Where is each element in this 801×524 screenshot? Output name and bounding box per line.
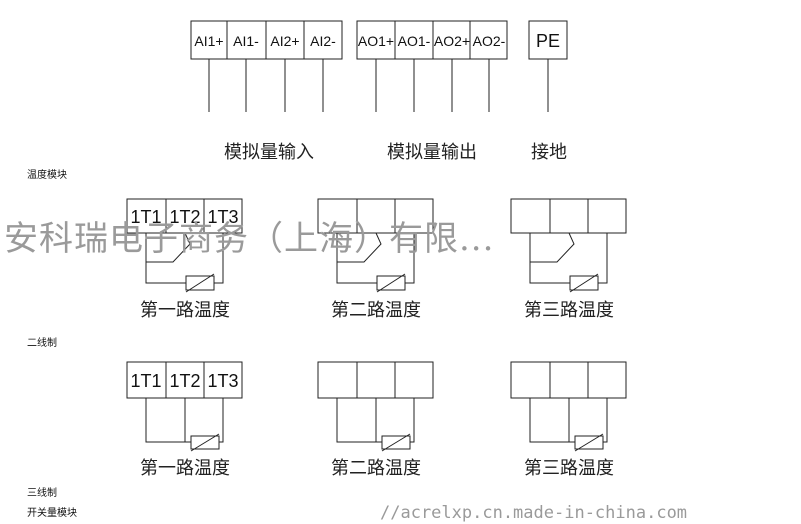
wire: [219, 398, 224, 443]
section-label-three-wire: 三线制: [27, 486, 57, 499]
thermistor-slash: [569, 273, 599, 293]
ai-terminal-block: AI1+ AI1- AI2+ AI2-: [190, 20, 343, 112]
temp-terminal-label: 1T1: [130, 371, 161, 391]
temp-terminal-label: 1T3: [207, 207, 238, 227]
terminal-label-ai2n: AI2-: [310, 33, 336, 49]
wire: [410, 398, 415, 443]
three-wire-channel-1: 1T1 1T2 1T3 第一路温度: [126, 361, 243, 479]
terminal-cell: [394, 20, 434, 60]
watermark-company: 安科瑞电子商务（上海）有限...: [4, 219, 494, 259]
terminal-cell: [203, 198, 243, 234]
terminal-cell: [203, 361, 243, 399]
terminal-cell: [226, 20, 267, 60]
two-wire-channel-1: 1T1 1T2 1T3 第一路温度: [126, 198, 243, 321]
three-wire-channel-3: 第三路温度: [510, 361, 627, 479]
terminal-label-ai1p: AI1+: [194, 33, 223, 49]
terminal-cell: [394, 198, 434, 234]
terminal-cell: [549, 361, 589, 399]
terminal-label-ai1n: AI1-: [233, 33, 259, 49]
terminal-cell: [190, 20, 228, 60]
temp-terminal-label: 1T2: [169, 207, 200, 227]
thermistor-slash: [190, 433, 220, 452]
terminal-cell: [549, 198, 589, 234]
channel-caption: 第三路温度: [524, 458, 614, 479]
wire: [529, 232, 575, 263]
wire: [214, 233, 224, 284]
thermistor-slash: [574, 433, 604, 452]
terminal-cell: [356, 361, 396, 399]
two-wire-channel-2: 第二路温度: [317, 198, 434, 321]
terminal-label-ao1p: AO1+: [358, 33, 394, 49]
terminal-cell: [317, 198, 358, 234]
three-wire-channel-2: 第二路温度: [317, 361, 434, 479]
temp-terminal-label: 1T3: [207, 371, 238, 391]
terminal-label-ai2p: AI2+: [270, 33, 299, 49]
thermistor-slash: [381, 433, 411, 452]
thermistor-slash: [185, 273, 215, 293]
terminal-cell: [469, 20, 508, 60]
wire: [145, 262, 186, 284]
terminal-label-ao1n: AO1-: [398, 33, 431, 49]
wire: [336, 232, 382, 263]
section-label-two-wire: 二线制: [27, 336, 57, 349]
terminal-cell: [126, 361, 167, 399]
section-label-switch-module: 开关量模块: [27, 506, 77, 519]
terminal-cell: [356, 198, 396, 234]
wire: [603, 398, 608, 443]
section-label-temp-module: 温度模块: [27, 168, 67, 181]
wire: [145, 398, 191, 443]
terminal-cell: [587, 198, 627, 234]
temp-terminal-label: 1T2: [169, 371, 200, 391]
wire: [529, 398, 575, 443]
two-wire-channel-3: 第三路温度: [510, 198, 627, 321]
channel-caption: 第一路温度: [140, 300, 230, 321]
terminal-cell: [510, 361, 551, 399]
wire: [145, 232, 191, 263]
pe-terminal-block: PE: [528, 20, 568, 112]
terminal-cell: [510, 198, 551, 234]
terminal-cell: [394, 361, 434, 399]
channel-caption: 第一路温度: [140, 458, 230, 479]
caption-analog-output: 模拟量输出: [387, 142, 477, 163]
channel-caption: 第二路温度: [331, 458, 421, 479]
ao-terminal-block: AO1+ AO1- AO2+ AO2-: [356, 20, 508, 112]
terminal-label-pe: PE: [536, 31, 560, 51]
wire: [336, 262, 377, 284]
terminal-cell: [165, 198, 205, 234]
terminal-cell: [303, 20, 343, 60]
terminal-cell: [317, 361, 358, 399]
channel-caption: 第三路温度: [524, 300, 614, 321]
thermistor-slash: [376, 273, 406, 293]
wire: [336, 398, 382, 443]
caption-analog-input: 模拟量输入: [224, 142, 314, 163]
terminal-cell: [587, 361, 627, 399]
terminal-label-ao2p: AO2+: [434, 33, 470, 49]
wire: [598, 233, 608, 284]
temp-terminal-label: 1T1: [130, 207, 161, 227]
terminal-label-ao2n: AO2-: [473, 33, 506, 49]
wire: [529, 262, 570, 284]
channel-caption: 第二路温度: [331, 300, 421, 321]
caption-ground: 接地: [531, 142, 567, 163]
watermark-url: //acrelxp.cn.made-in-china.com: [380, 503, 687, 523]
wire: [405, 233, 415, 284]
